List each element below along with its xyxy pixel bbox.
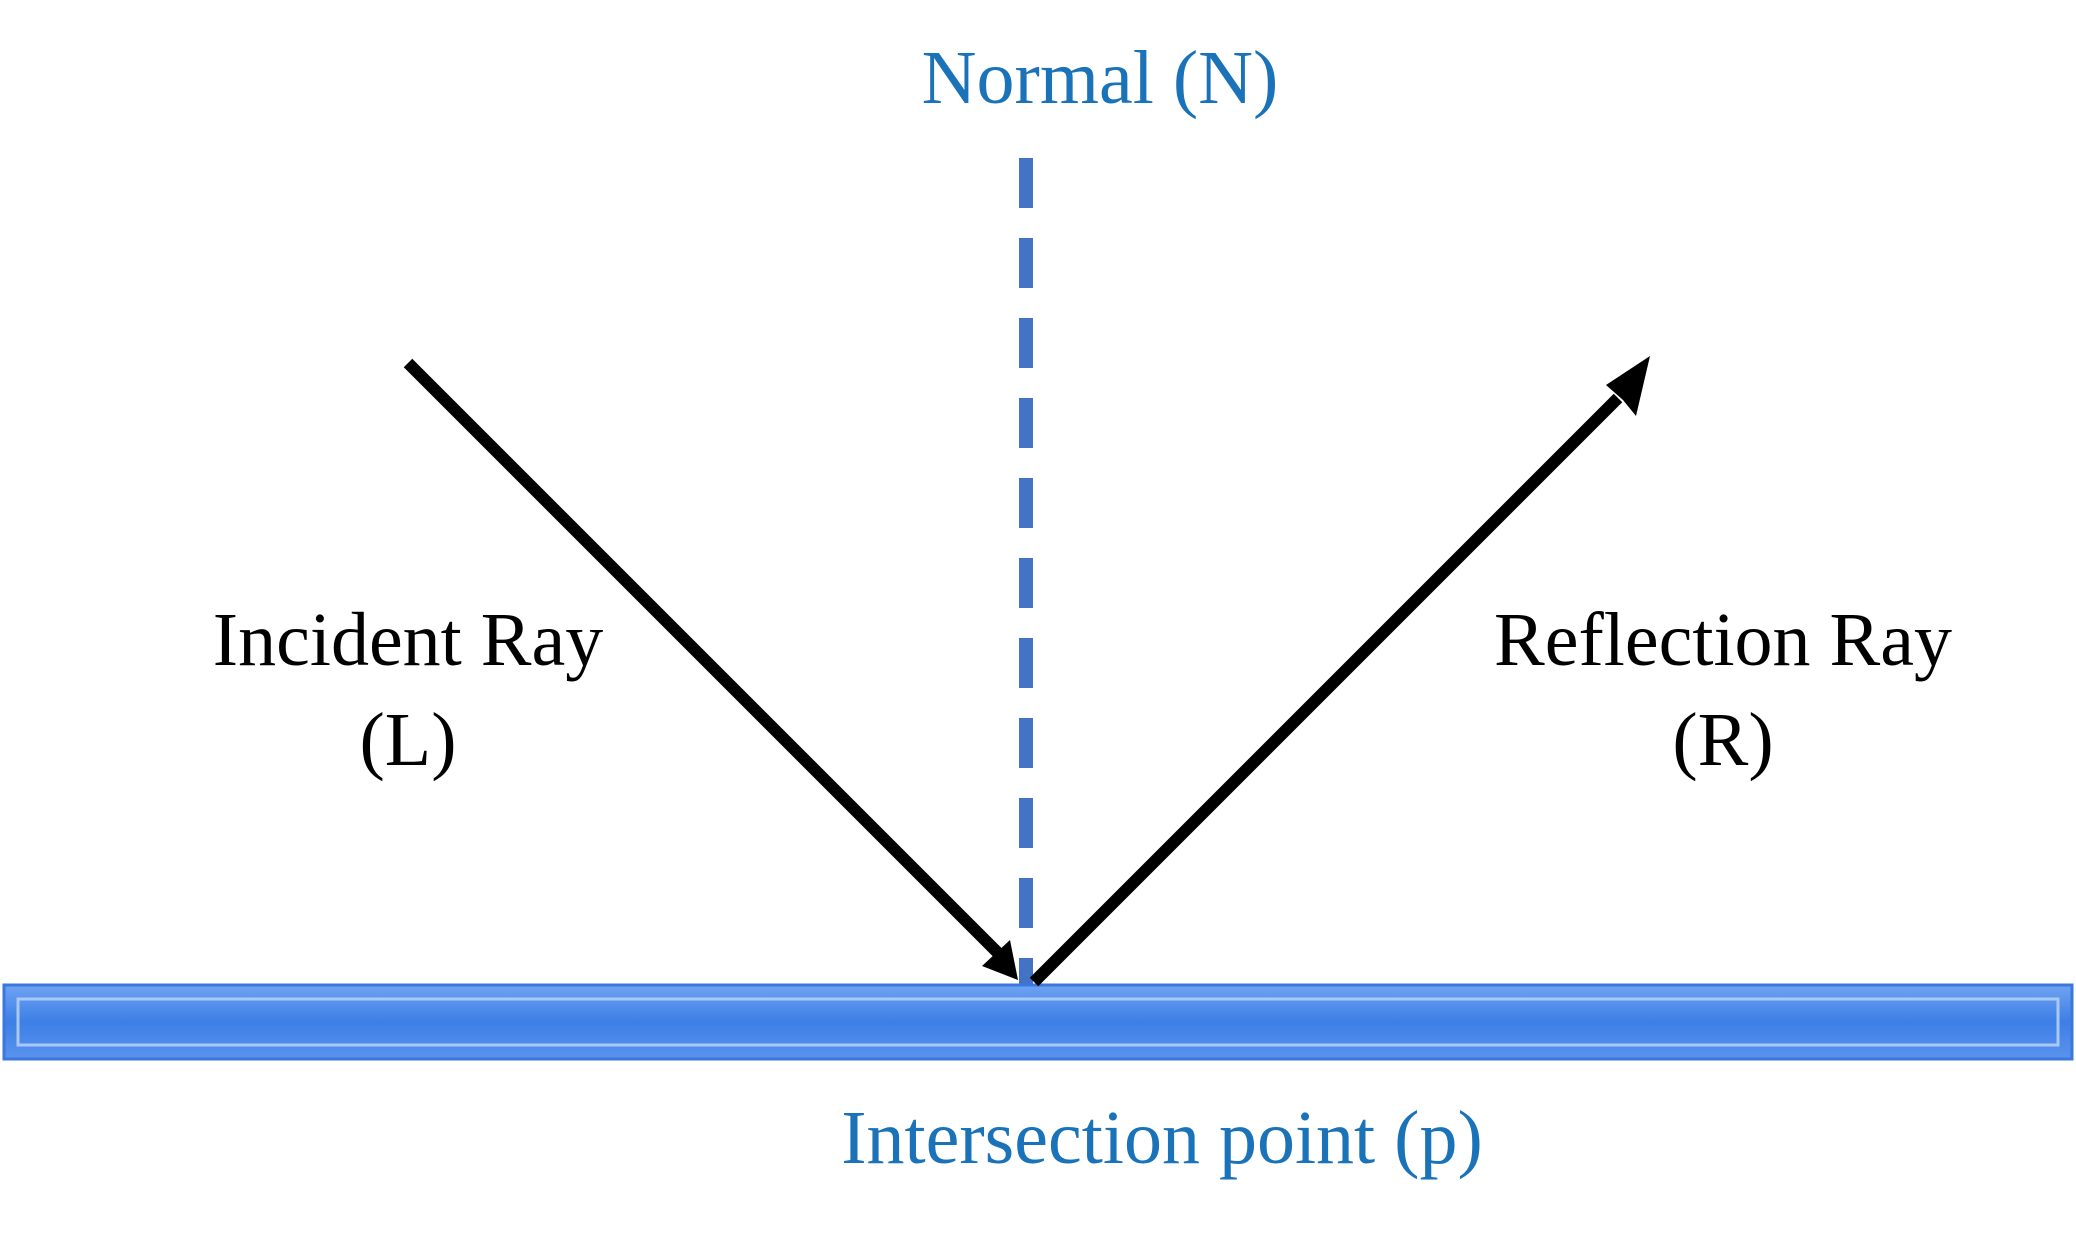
- reflection-ray-symbol: (R): [1672, 698, 1773, 782]
- incident-ray-symbol: (L): [359, 698, 456, 782]
- normal-label: Normal (N): [922, 36, 1279, 120]
- incident-arrowhead: [982, 940, 1018, 980]
- incident-ray: [403, 358, 1018, 980]
- intersection-point-label: Intersection point (p): [841, 1096, 1483, 1180]
- reflective-surface: [2, 983, 2074, 1061]
- reflection-ray-label: Reflection Ray: [1494, 598, 1952, 682]
- incident-ray-label: Incident Ray: [213, 598, 603, 682]
- reflection-ray: [1029, 356, 1650, 987]
- reflection-arrowhead: [1606, 356, 1650, 416]
